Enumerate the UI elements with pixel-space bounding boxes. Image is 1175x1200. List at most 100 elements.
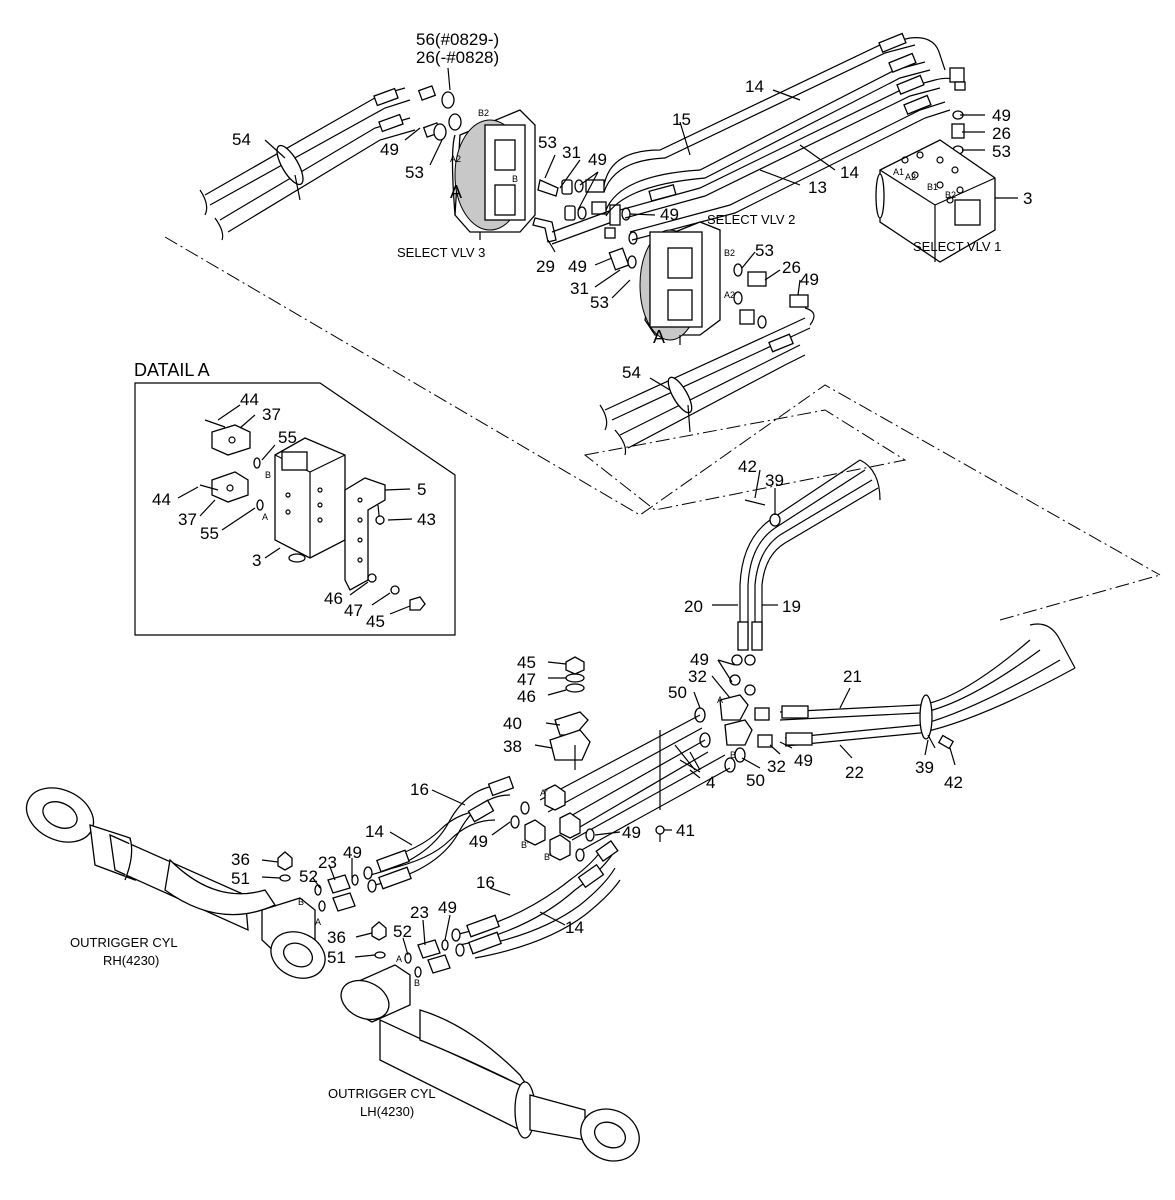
outrigger-cylinder-rh [25, 787, 326, 979]
callout-16: 16 [410, 780, 429, 799]
port-label: B' [544, 852, 552, 862]
port-label: A2 [450, 154, 461, 164]
callout-56: 56(#0829-) [416, 30, 499, 49]
rh-cylinder-label-line2: RH(4230) [103, 953, 159, 968]
clamp-38-40 [549, 656, 591, 770]
select-valve-2 [639, 221, 809, 345]
port-label: B [298, 897, 304, 907]
callout-5: 5 [417, 480, 426, 499]
callout-37: 37 [178, 510, 197, 529]
callout-53: 53 [590, 293, 609, 312]
callout-16: 16 [476, 873, 495, 892]
callout-23: 23 [410, 903, 429, 922]
hoses-19-20 [737, 459, 881, 651]
callout-46: 46 [517, 687, 536, 706]
port-label: A' [540, 788, 548, 798]
callout-47: 47 [344, 601, 363, 620]
port-label: A2 [724, 290, 735, 300]
junction-block [694, 654, 773, 773]
hoses-21-22 [779, 623, 1076, 750]
outrigger-cylinder-lh [340, 964, 640, 1162]
callout-13: 13 [808, 178, 827, 197]
callout-49: 49 [690, 650, 709, 669]
callout-39: 39 [915, 758, 934, 777]
callout-26: 26 [992, 124, 1011, 143]
callout-21: 21 [843, 667, 862, 686]
callout-53: 53 [538, 133, 557, 152]
callout-49: 49 [622, 823, 641, 842]
callout-52: 52 [299, 867, 318, 886]
callout-46: 46 [324, 589, 343, 608]
callout-40: 40 [503, 714, 522, 733]
port-label: A2 [905, 172, 916, 182]
callout-49: 49 [800, 270, 819, 289]
callout-20: 20 [684, 597, 703, 616]
callout-55: 55 [200, 524, 219, 543]
port-label: A1 [893, 167, 904, 177]
fittings-valve3-to-valve2 [532, 179, 638, 271]
callout-52: 52 [393, 922, 412, 941]
callout-49: 49 [438, 898, 457, 917]
select-valve-3 [451, 109, 536, 240]
port-label: A [396, 954, 402, 964]
callout-numbers: 56(#0829-) 26(-#0828) 54 49 53 A 53 31 4… [152, 30, 1032, 967]
select-valve-1-label: SELECT VLV 1 [913, 239, 1001, 254]
hoses-14-16-rh [363, 775, 515, 893]
callout-3: 3 [252, 551, 261, 570]
callout-31: 31 [562, 143, 581, 162]
callout-26: 26 [782, 258, 801, 277]
callout-23: 23 [318, 853, 337, 872]
port-label: A [262, 512, 268, 522]
component-labels: SELECT VLV 3 SELECT VLV 2 SELECT VLV 1 D… [70, 212, 1001, 1119]
callout-47: 47 [517, 670, 536, 689]
callout-54: 54 [622, 363, 641, 382]
lh-cylinder-label-line1: OUTRIGGER CYL [328, 1086, 436, 1101]
callout-49: 49 [660, 205, 679, 224]
select-valve-3-label: SELECT VLV 3 [397, 245, 485, 260]
callout-37: 37 [262, 405, 281, 424]
callout-39: 39 [765, 471, 784, 490]
callout-54: 54 [232, 130, 251, 149]
callout-43: 43 [417, 510, 436, 529]
callout-36: 36 [231, 850, 250, 869]
lh-cylinder-label-line2: LH(4230) [360, 1104, 414, 1119]
callout-14: 14 [365, 822, 384, 841]
valve-3-port-a: A [450, 182, 462, 202]
callout-31: 31 [570, 279, 589, 298]
callout-3: 3 [1023, 189, 1032, 208]
callout-19: 19 [782, 597, 801, 616]
callout-50: 50 [668, 683, 687, 702]
port-blocks-a-b [510, 784, 595, 862]
select-valve-1 [875, 139, 996, 263]
port-label: B1 [927, 182, 938, 192]
valve-2-port-a: A [653, 327, 665, 347]
port-label: B [265, 470, 271, 480]
rh-cylinder-fittings [277, 851, 359, 912]
callout-32: 32 [767, 757, 786, 776]
detail-a-title: DATAIL A [134, 360, 210, 380]
port-label: B [512, 174, 518, 184]
hose-bundle-valve2 [599, 307, 815, 456]
port-label: B [730, 750, 736, 760]
dashed-boundary [164, 236, 1161, 621]
callout-49: 49 [343, 843, 362, 862]
port-label: B2 [478, 108, 489, 118]
callout-44: 44 [240, 390, 259, 409]
callout-45: 45 [366, 612, 385, 631]
callout-53: 53 [992, 142, 1011, 161]
callout-45: 45 [517, 653, 536, 672]
callout-53: 53 [755, 241, 774, 260]
callout-22: 22 [845, 763, 864, 782]
port-label: A [717, 695, 723, 705]
long-hoses-13-14-15 [603, 32, 961, 241]
callout-51: 51 [327, 948, 346, 967]
port-label: B2 [945, 190, 956, 200]
callout-4: 4 [706, 773, 715, 792]
callout-36: 36 [327, 928, 346, 947]
tubes-4 [539, 714, 731, 853]
port-label: B2 [724, 248, 735, 258]
callout-42: 42 [738, 457, 757, 476]
port-label: A [315, 917, 321, 927]
callout-55: 55 [278, 428, 297, 447]
